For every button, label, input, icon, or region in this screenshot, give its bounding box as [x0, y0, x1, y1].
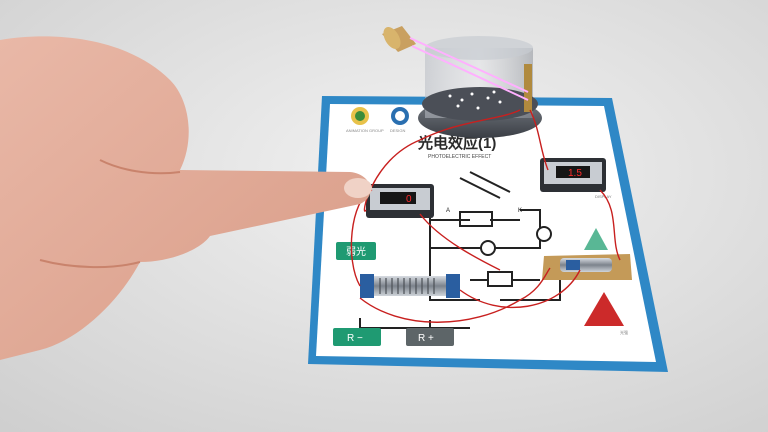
r-minus-label: R −: [347, 333, 363, 344]
printed-ammeter-symbol: [536, 226, 552, 242]
light-source: [382, 26, 529, 101]
printed-photocell-box: [459, 211, 493, 227]
right-meter: 1.5: [540, 158, 606, 192]
weak-light-label: 弱光: [346, 245, 366, 258]
light-up-triangle-icon[interactable]: [584, 228, 608, 250]
right-meter-value: 1.5: [568, 168, 582, 179]
left-meter-value: 0: [406, 194, 412, 205]
light-beam-2: [411, 45, 529, 101]
printed-voltmeter-symbol: [480, 240, 496, 256]
fingernail: [344, 178, 372, 198]
card-subtitle: PHOTOELECTRIC EFFECT: [428, 154, 491, 160]
rheostat: [360, 274, 460, 298]
node-k-label: K: [518, 208, 522, 214]
hand: [0, 36, 372, 361]
header-left-text: ANIMATION GROUP: [346, 128, 384, 133]
battery-board: [542, 254, 632, 280]
meter-small-label: DISPLAY: [595, 194, 612, 199]
header-mid-text: DESIGN: [390, 128, 405, 133]
weak-light-button[interactable]: 弱光: [336, 242, 376, 260]
triangle-small-label: 光强: [620, 329, 628, 335]
light-down-triangle-icon[interactable]: [584, 292, 624, 326]
card-title: 光电效应(1): [417, 134, 496, 152]
printed-resistor: [487, 271, 513, 287]
light-beam: [409, 37, 529, 93]
r-minus-button[interactable]: R −: [333, 328, 381, 346]
card-header: ANIMATION GROUP DESIGN: [346, 107, 409, 133]
r-plus-button[interactable]: R +: [406, 328, 454, 346]
phototube-apparatus: [418, 36, 542, 138]
node-a-label: A: [446, 208, 450, 214]
left-meter: 0: [366, 184, 434, 218]
electrode-rod: [524, 64, 532, 112]
r-plus-label: R +: [418, 333, 434, 344]
